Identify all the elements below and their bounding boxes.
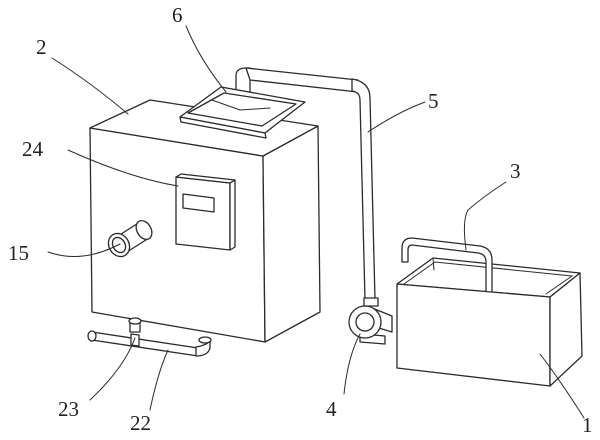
hopper [179, 86, 306, 139]
bottom-valve [128, 317, 142, 347]
leader-5 [367, 101, 426, 133]
leader-15 [47, 243, 121, 257]
leader-2 [51, 57, 129, 115]
leader-4 [343, 333, 361, 395]
leader-1 [539, 353, 585, 419]
tank [396, 237, 583, 387]
label-2: 2 [36, 35, 47, 59]
label-5: 5 [428, 89, 439, 113]
leader-lines [47, 25, 585, 419]
label-4: 4 [326, 397, 337, 421]
leader-24 [67, 149, 179, 187]
label-6: 6 [172, 3, 183, 27]
label-22: 22 [130, 411, 151, 435]
label-3: 3 [510, 159, 521, 183]
label-1: 1 [582, 413, 593, 437]
label-23: 23 [58, 397, 79, 421]
leader-3 [463, 181, 507, 251]
leader-6 [185, 25, 227, 93]
reference-numerals: 2 6 5 3 24 15 1 4 23 22 [8, 3, 593, 437]
leader-22 [149, 349, 169, 411]
label-15: 15 [8, 241, 29, 265]
leader-23 [89, 337, 136, 401]
bottom-pipe [87, 330, 212, 357]
label-24: 24 [22, 137, 44, 161]
control-box [175, 173, 236, 251]
pump [348, 297, 393, 345]
